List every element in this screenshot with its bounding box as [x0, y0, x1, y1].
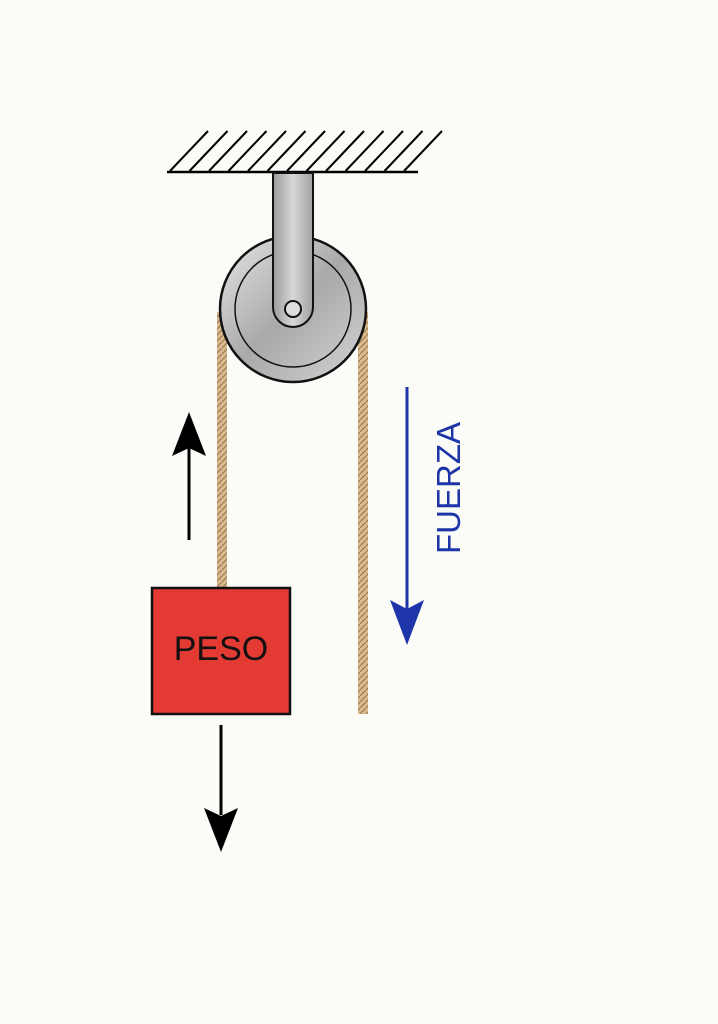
force-label: FUERZA — [430, 422, 467, 554]
hatch-line — [188, 130, 229, 172]
pulley-bracket-icon — [272, 172, 314, 328]
hatch-line — [208, 130, 248, 172]
hatch-line — [305, 130, 346, 172]
hatch-line — [227, 130, 268, 172]
hatch-line — [383, 130, 424, 172]
block-label: PESO — [174, 630, 268, 668]
hatch-line — [247, 130, 287, 172]
rope-right — [358, 312, 368, 714]
hatch-line — [325, 130, 365, 172]
block: PESO — [150, 586, 292, 716]
hatch-line — [286, 130, 326, 172]
force-arrow-icon — [390, 387, 424, 645]
hatch-line — [403, 130, 443, 172]
hatch-line — [344, 130, 385, 172]
hatch-line — [169, 130, 209, 172]
hatch-line — [364, 130, 404, 172]
ceiling-hatch-icon — [167, 130, 443, 174]
down-arrow-icon — [204, 725, 238, 852]
up-arrow-icon — [172, 412, 206, 540]
rope-left — [217, 312, 227, 589]
hatch-line — [266, 130, 307, 172]
